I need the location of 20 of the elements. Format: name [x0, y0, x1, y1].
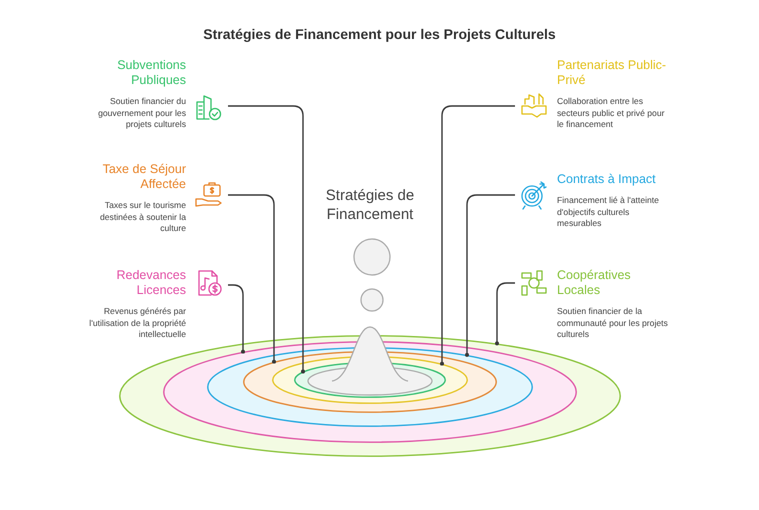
strategy-heading: Taxe de Séjour Affectée [102, 162, 186, 192]
strategy-description: Revenus générés par l'utilisation de la propriété intellectuelle [88, 306, 186, 340]
leader-line [228, 105, 305, 374]
leader-line [465, 194, 515, 357]
strategy-description: Financement lié à l'atteinte d'objectifs culturels mesurables [557, 195, 660, 230]
center-label: Stratégies de Financement [324, 186, 416, 224]
strategy-description: Soutien financier de la communauté pour les projets culturels [557, 306, 669, 340]
leader-line [440, 105, 515, 366]
diagram-title: Stratégies de Financement pour les Projets Culturels [202, 26, 557, 42]
strategy-description: Soutien financier du gouvernement pour les projets culturels [97, 96, 186, 130]
strategy-heading: Contrats à Impact [557, 172, 657, 187]
leader-line [228, 194, 276, 364]
strategy-description: Collaboration entre les secteurs public et privé pour le financement [557, 96, 666, 130]
leader-line [228, 284, 245, 354]
strategy-description: Taxes sur le tourisme destinées à soutenir la culture [99, 200, 186, 234]
strategy-heading: Redevances Licences [116, 268, 186, 298]
strategy-heading: Subventions Publiques [116, 58, 186, 88]
leader-line [495, 282, 515, 346]
strategy-heading: Partenariats Public-Privé [557, 58, 668, 88]
strategy-heading: Coopératives Locales [557, 268, 632, 298]
